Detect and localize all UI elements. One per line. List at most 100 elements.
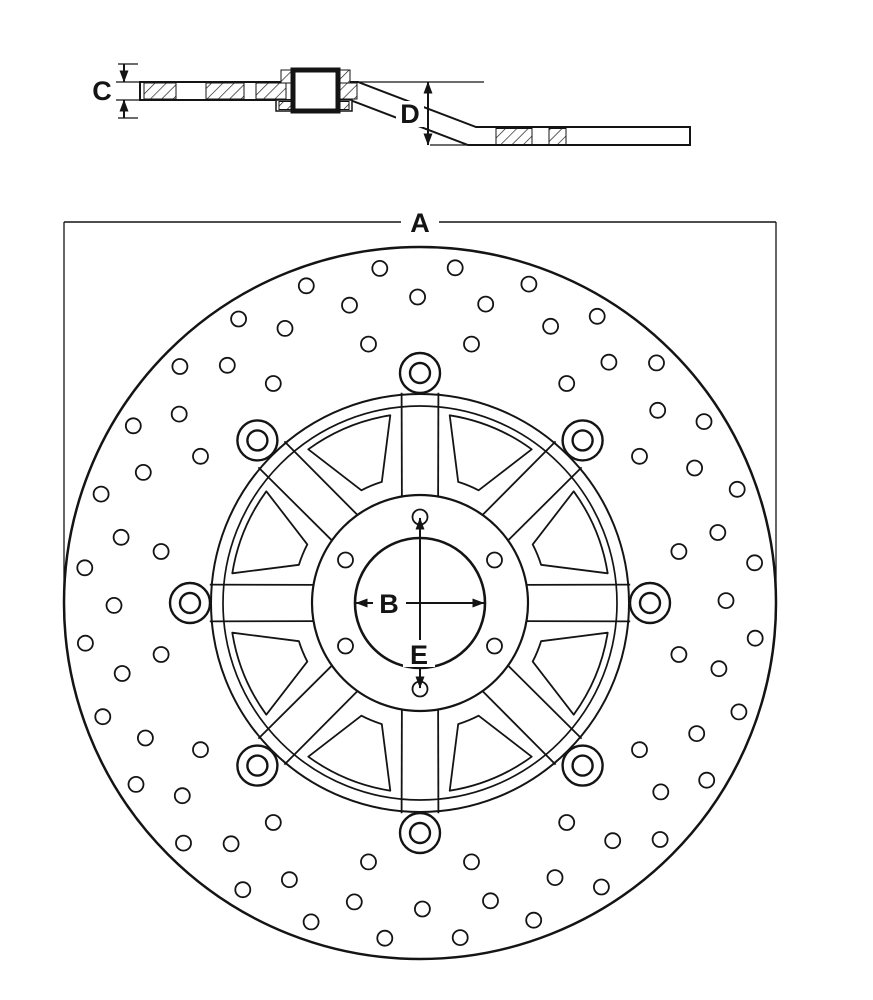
drill-hole: [276, 319, 294, 337]
drill-hole: [345, 893, 363, 911]
rivet-button-inner: [638, 591, 662, 615]
drill-hole: [746, 554, 763, 572]
rivet-button-inner: [571, 754, 594, 777]
drill-hole: [546, 869, 564, 886]
drill-hole: [360, 853, 377, 871]
rivet-button-inner: [246, 429, 269, 452]
drill-hole: [558, 814, 576, 831]
drill-hole: [652, 783, 670, 801]
dimension-d-halo: [396, 101, 424, 127]
drill-hole: [136, 729, 154, 747]
drill-hole: [698, 771, 716, 789]
drill-hole: [558, 375, 576, 392]
carrier-cutout: [448, 714, 533, 792]
carrier-cutout: [531, 631, 609, 716]
dimension-a-label: A: [410, 208, 430, 238]
bolt-hole: [486, 551, 503, 569]
drill-hole: [264, 814, 282, 831]
drill-hole: [409, 288, 427, 306]
drill-hole: [542, 317, 559, 335]
carrier-cutout: [307, 414, 392, 492]
drill-hole: [651, 831, 669, 848]
drill-hole: [222, 835, 240, 853]
drill-hole: [134, 463, 152, 481]
drill-hole: [717, 592, 735, 609]
drill-hole: [600, 353, 618, 371]
drill-hole: [192, 741, 209, 759]
drill-hole: [170, 405, 188, 423]
rivet-button-inner: [571, 429, 594, 452]
drill-hole: [728, 480, 746, 498]
spoke-edge: [283, 440, 361, 519]
section-hatching: [143, 82, 567, 145]
drill-hole: [92, 485, 110, 503]
rivet-button-inner: [408, 361, 432, 385]
drill-hole: [631, 741, 648, 759]
drill-hole: [631, 447, 648, 465]
drill-hole: [360, 335, 377, 353]
dimension-b-label: B: [379, 589, 399, 619]
dimension-d: D: [358, 81, 484, 146]
drill-hole: [588, 307, 606, 325]
carrier-cutout: [531, 490, 609, 575]
rivet-button-inner: [246, 754, 269, 777]
drill-hole: [477, 295, 495, 313]
carrier-outer-edge: [222, 405, 618, 801]
spoke-edge: [257, 662, 336, 740]
drill-hole: [192, 447, 209, 465]
dimension-e-halo: [403, 640, 435, 667]
hatch-block: [495, 128, 533, 145]
hatch-block: [143, 82, 177, 100]
drill-hole: [173, 787, 191, 805]
drill-hole: [604, 832, 622, 850]
drill-hole: [525, 911, 543, 929]
drill-hole: [463, 335, 480, 353]
dimension-a: A: [63, 208, 777, 601]
spoke-edge: [504, 662, 583, 740]
carrier-cutout: [307, 714, 392, 792]
drill-hole: [376, 929, 394, 947]
dimension-b-halo: [373, 587, 406, 616]
drill-hole: [112, 528, 130, 546]
drill-hole: [709, 524, 727, 541]
carrier-cutout: [231, 631, 309, 716]
drill-hole: [297, 277, 315, 295]
drill-hole: [264, 375, 282, 392]
drill-hole: [482, 892, 499, 910]
drill-hole: [451, 929, 469, 946]
drill-hole: [730, 703, 748, 721]
drill-hole: [280, 871, 298, 889]
drill-hole: [341, 296, 358, 314]
dimension-c: C: [92, 63, 139, 119]
drill-hole: [175, 834, 192, 852]
bolt-hole: [337, 637, 354, 655]
drill-holes-middle: [105, 288, 735, 918]
dimension-e: E: [403, 517, 435, 689]
front-view: A B E: [62, 208, 778, 961]
hatch-block: [339, 82, 358, 100]
hatch-block: [205, 82, 245, 100]
drill-hole: [688, 725, 706, 742]
drill-hole: [670, 543, 688, 560]
hatch-block: [548, 128, 567, 145]
drill-hole: [234, 881, 252, 899]
drill-hole: [371, 259, 389, 277]
dimension-e-label: E: [410, 640, 428, 670]
drill-holes-inner: [152, 335, 688, 871]
drill-hole: [413, 900, 431, 918]
drill-hole: [593, 878, 610, 896]
spokes: [209, 392, 631, 814]
drill-hole: [446, 259, 464, 277]
drill-holes-outer: [76, 259, 764, 947]
float-button-section: [290, 67, 341, 114]
rivet-button-inner: [408, 821, 432, 845]
rivets: [168, 351, 672, 855]
drill-hole: [94, 708, 112, 726]
carrier-cutout: [231, 490, 309, 575]
spoke-edge: [283, 687, 361, 766]
rivet-button-inner: [178, 591, 202, 615]
drill-hole: [670, 646, 688, 663]
bolt-hole: [337, 551, 354, 569]
